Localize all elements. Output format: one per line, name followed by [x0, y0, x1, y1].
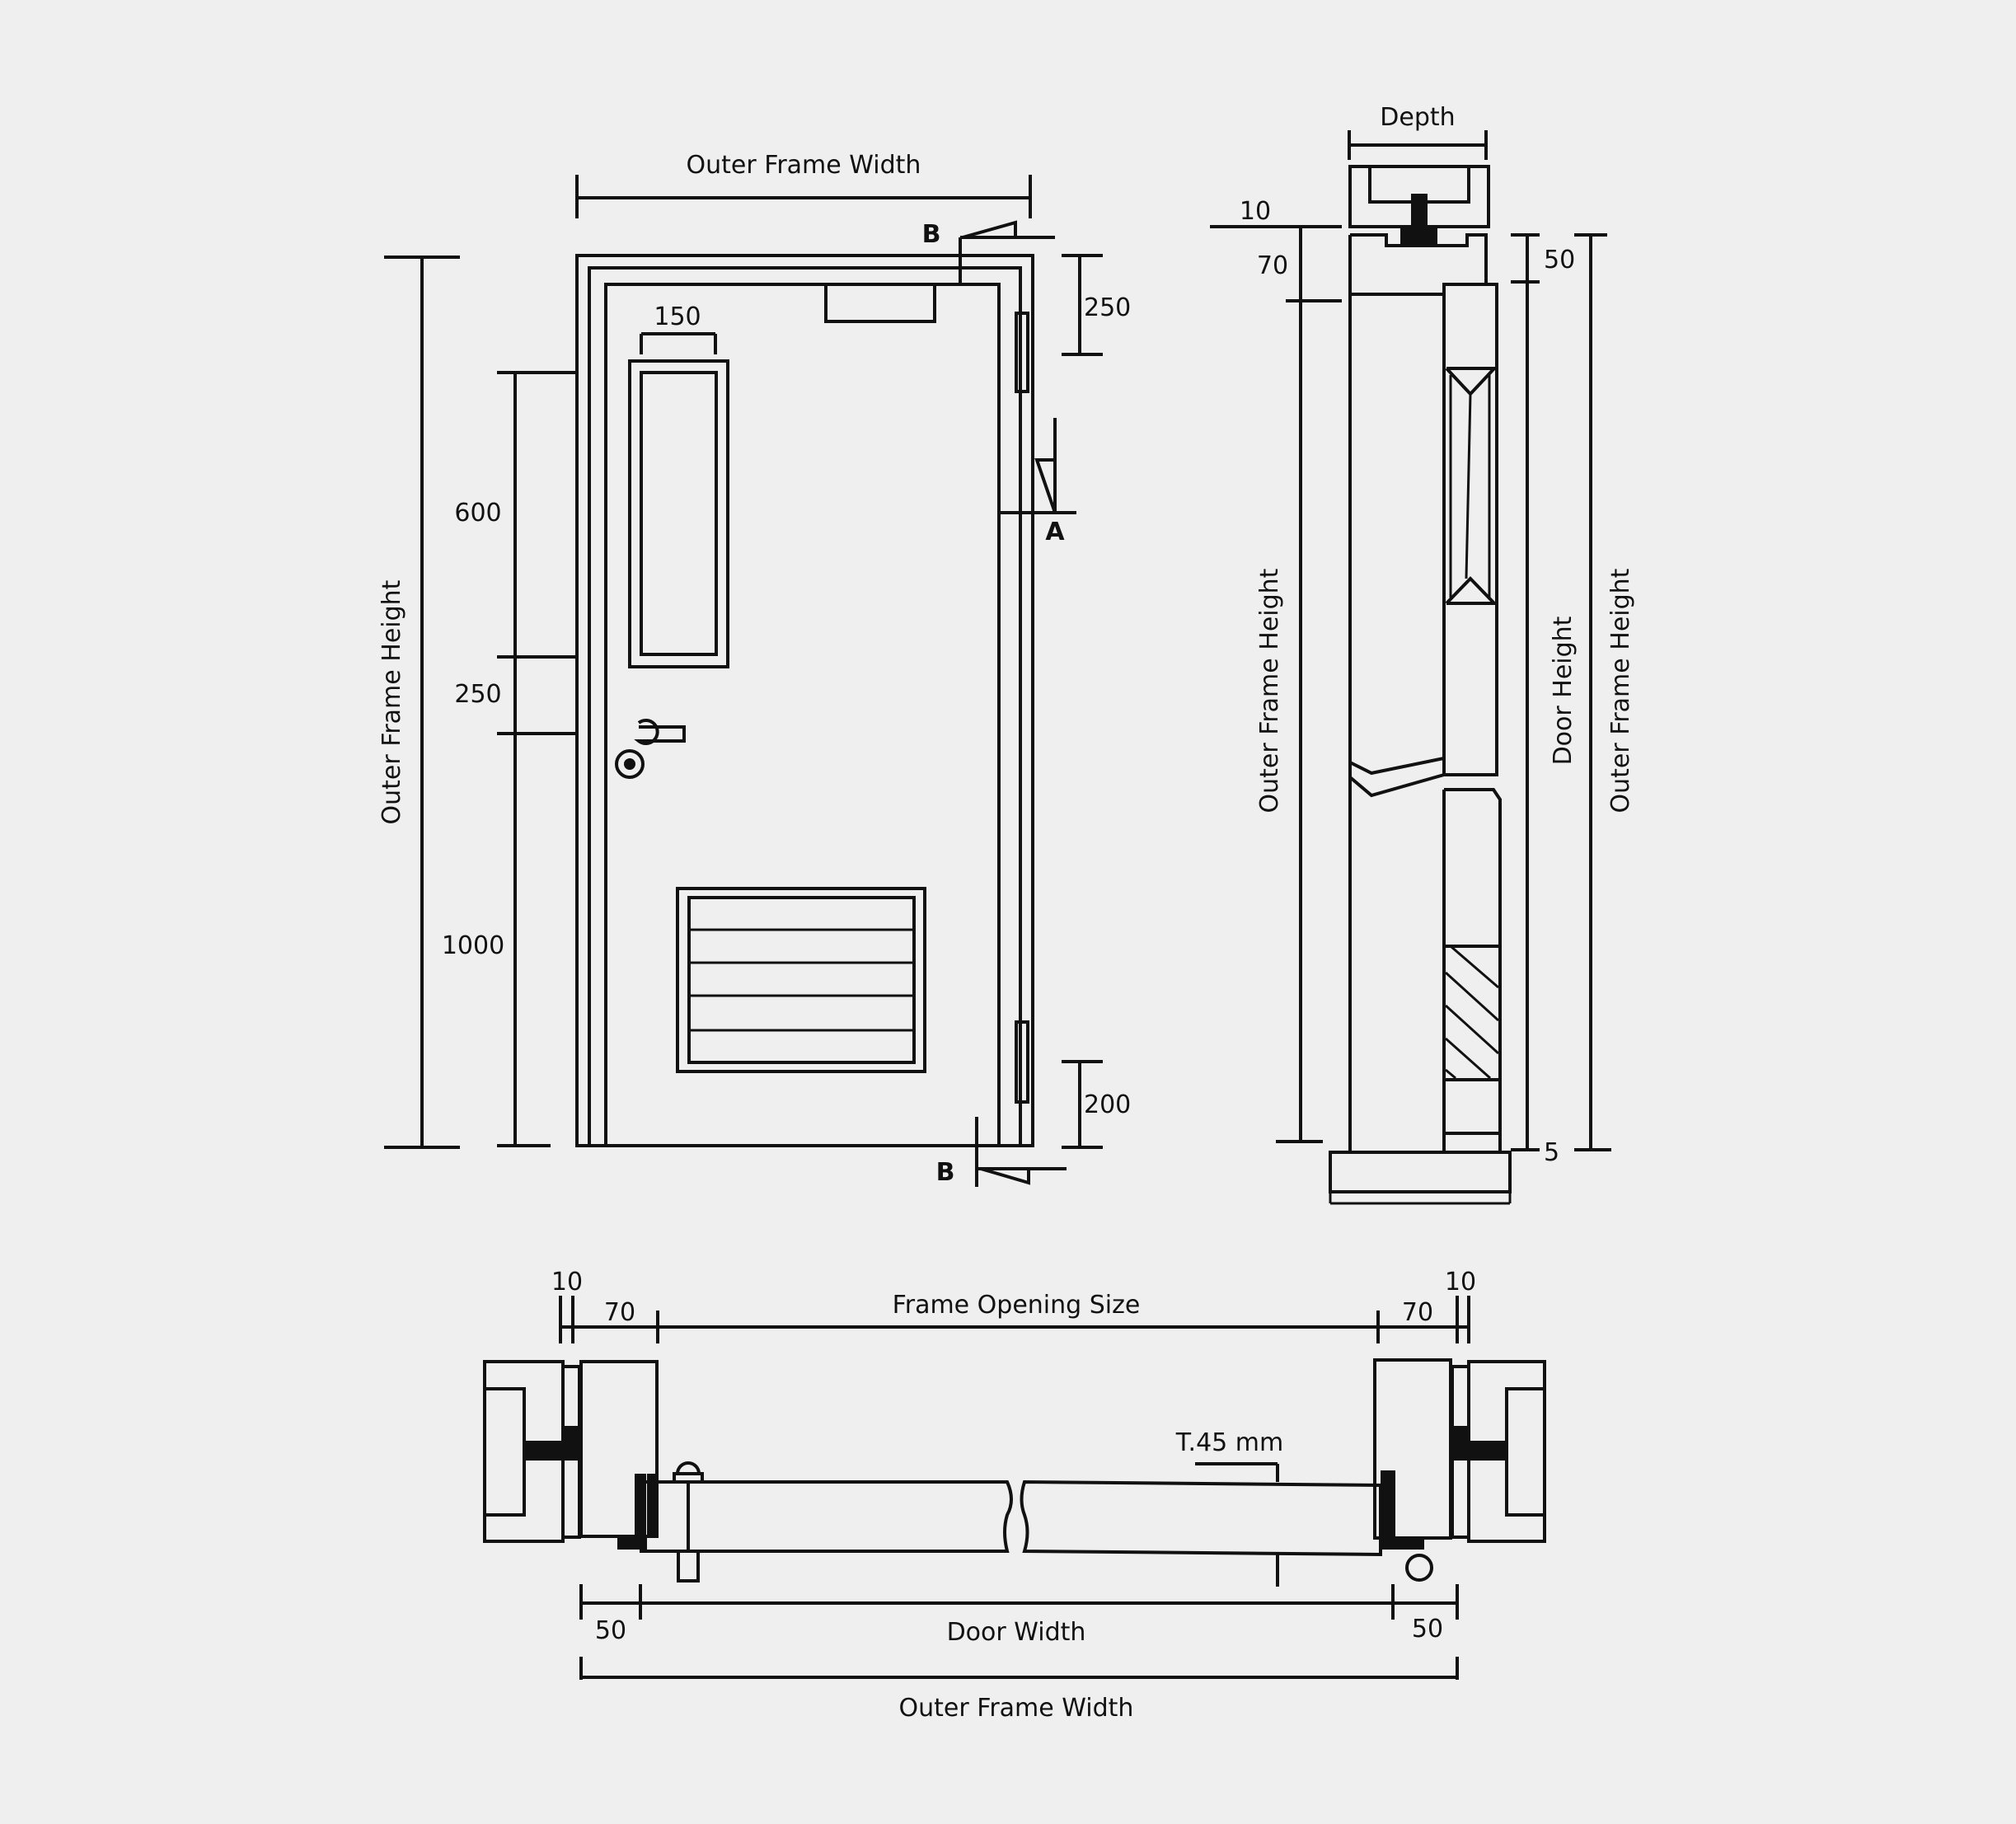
reinforcement-hatch [1444, 945, 1500, 1080]
thickness-label: T.45 mm [1175, 1428, 1283, 1457]
depth-label: Depth [1380, 103, 1455, 132]
outer-frame-height-right-label: Outer Frame Height [1606, 568, 1635, 813]
section-a-arrow [1034, 458, 1057, 513]
inner-frame [588, 266, 1022, 1146]
door-width-label: Door Width [947, 1618, 1086, 1647]
lock-keyhole [624, 758, 635, 770]
door-leaf-plan-left [640, 1480, 1013, 1553]
right-stop-seal [1381, 1470, 1395, 1550]
dim-10-side: 10 [1240, 197, 1271, 226]
hinge-bottom [1015, 1020, 1029, 1104]
vertical-section: Depth 10 70 Outer Frame Height [1210, 103, 1635, 1205]
outer-frame-height-label: Outer Frame Height [377, 579, 406, 824]
lock-cylinder [615, 749, 645, 779]
door-leaf-lower [1444, 788, 1502, 1152]
door-leaf-plan-right [1020, 1479, 1382, 1557]
dim-200-right: 200 [1084, 1090, 1131, 1119]
vision-window-glass [640, 371, 718, 656]
louver-frame [676, 887, 926, 1073]
hinge-knuckle [1405, 1554, 1433, 1582]
outer-frame-width-plan-label: Outer Frame Width [899, 1694, 1134, 1723]
door-closer [824, 283, 936, 323]
section-b-bottom-label: B [936, 1158, 955, 1187]
dim-50-side: 50 [1544, 246, 1575, 274]
dim-1000: 1000 [442, 931, 504, 960]
window-width-label: 150 [654, 302, 701, 331]
frame-outline-left [1348, 235, 1446, 1154]
dim-70-side: 70 [1257, 251, 1288, 280]
dim-70-plan-left: 70 [604, 1298, 635, 1327]
dim-50-plan-left: 50 [595, 1616, 626, 1645]
door-leaf [604, 283, 1001, 1146]
jamb-upper-break [1349, 294, 1446, 776]
front-elevation: Outer Frame Width Outer Frame Height 600… [377, 151, 1131, 1187]
right-anchor [1454, 1441, 1507, 1461]
outer-frame-width-label: Outer Frame Width [687, 151, 921, 180]
section-b-top-label: B [922, 220, 941, 249]
section-b-bottom-arrow [980, 1167, 1030, 1185]
dim-10-plan-left: 10 [551, 1268, 583, 1296]
dim-5-side: 5 [1544, 1138, 1559, 1167]
threshold [1329, 1151, 1512, 1193]
outer-frame [575, 254, 1034, 1147]
dim-250-left: 250 [454, 680, 501, 709]
door-leaf-upper [1442, 283, 1498, 776]
dim-70-plan-right: 70 [1402, 1298, 1433, 1327]
plan-section: Frame Opening Size 10 70 10 70 T.45 mm [483, 1268, 1546, 1723]
dim-600: 600 [454, 499, 501, 528]
jamb-lower-break [1348, 773, 1445, 798]
frame-opening-label: Frame Opening Size [893, 1291, 1141, 1320]
louver-inner [687, 896, 916, 1064]
dim-10-plan-right: 10 [1445, 1268, 1476, 1296]
door-height-label: Door Height [1549, 616, 1578, 765]
section-b-top-arrow [962, 220, 1017, 239]
outer-frame-height-left-label: Outer Frame Height [1255, 568, 1284, 813]
handle-knob [676, 1461, 701, 1475]
right-casing [1467, 1360, 1546, 1543]
section-a-label: A [1045, 518, 1065, 546]
handle-spindle [677, 1550, 700, 1583]
dim-250-right: 250 [1084, 293, 1131, 322]
dim-50-plan-right: 50 [1412, 1615, 1443, 1643]
door-handle [634, 719, 686, 745]
vision-window-frame [628, 359, 729, 668]
hinge-top [1015, 312, 1029, 393]
